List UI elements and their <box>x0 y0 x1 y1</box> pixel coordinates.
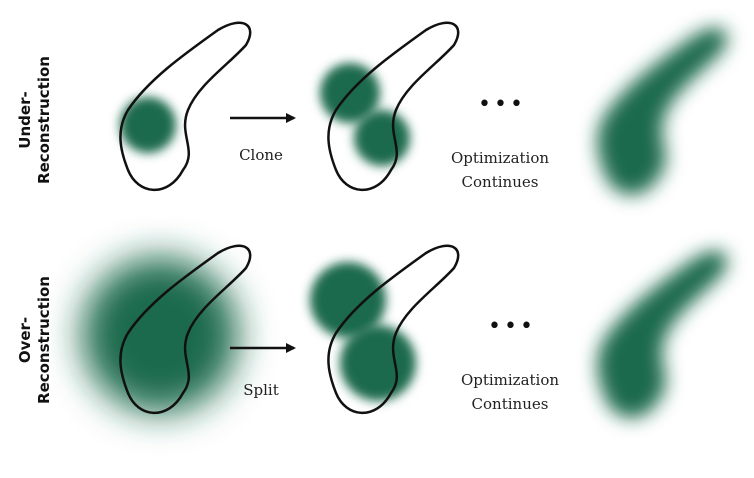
row-label-over-reconstruction: Over- Reconstruction <box>16 240 56 440</box>
opt-line1: Optimization <box>450 149 550 167</box>
clone-label: Clone <box>239 146 283 164</box>
split-gaussian-b <box>340 325 416 401</box>
final-reconstruction <box>597 27 728 195</box>
opt-line1: Optimization <box>460 371 560 389</box>
large-gaussian <box>82 257 238 413</box>
over-final <box>597 250 728 418</box>
row-label-under-reconstruction: Under- Reconstruction <box>16 20 56 220</box>
final-reconstruction <box>597 250 728 418</box>
ellipsis-dots: ••• <box>478 92 526 117</box>
optimization-continues-label: Optimization Continues <box>430 368 590 416</box>
opt-line2: Continues <box>471 395 549 413</box>
over-step1 <box>82 244 252 415</box>
row-label-line2: Reconstruction <box>35 276 53 404</box>
opt-line2: Continues <box>461 173 539 191</box>
under-step1 <box>119 21 252 192</box>
ellipsis-dots: ••• <box>488 314 536 339</box>
split-label: Split <box>243 381 279 399</box>
row-label-line1: Under- <box>16 91 34 149</box>
small-gaussian <box>120 97 176 153</box>
split-gaussian-a <box>310 262 386 338</box>
under-step2 <box>320 21 460 192</box>
row-label-line1: Over- <box>16 316 34 364</box>
over-step2 <box>310 244 460 415</box>
optimization-continues-label: Optimization Continues <box>420 146 580 194</box>
under-final <box>597 27 728 195</box>
cloned-gaussian-b <box>354 110 410 166</box>
row-label-line2: Reconstruction <box>35 56 53 184</box>
